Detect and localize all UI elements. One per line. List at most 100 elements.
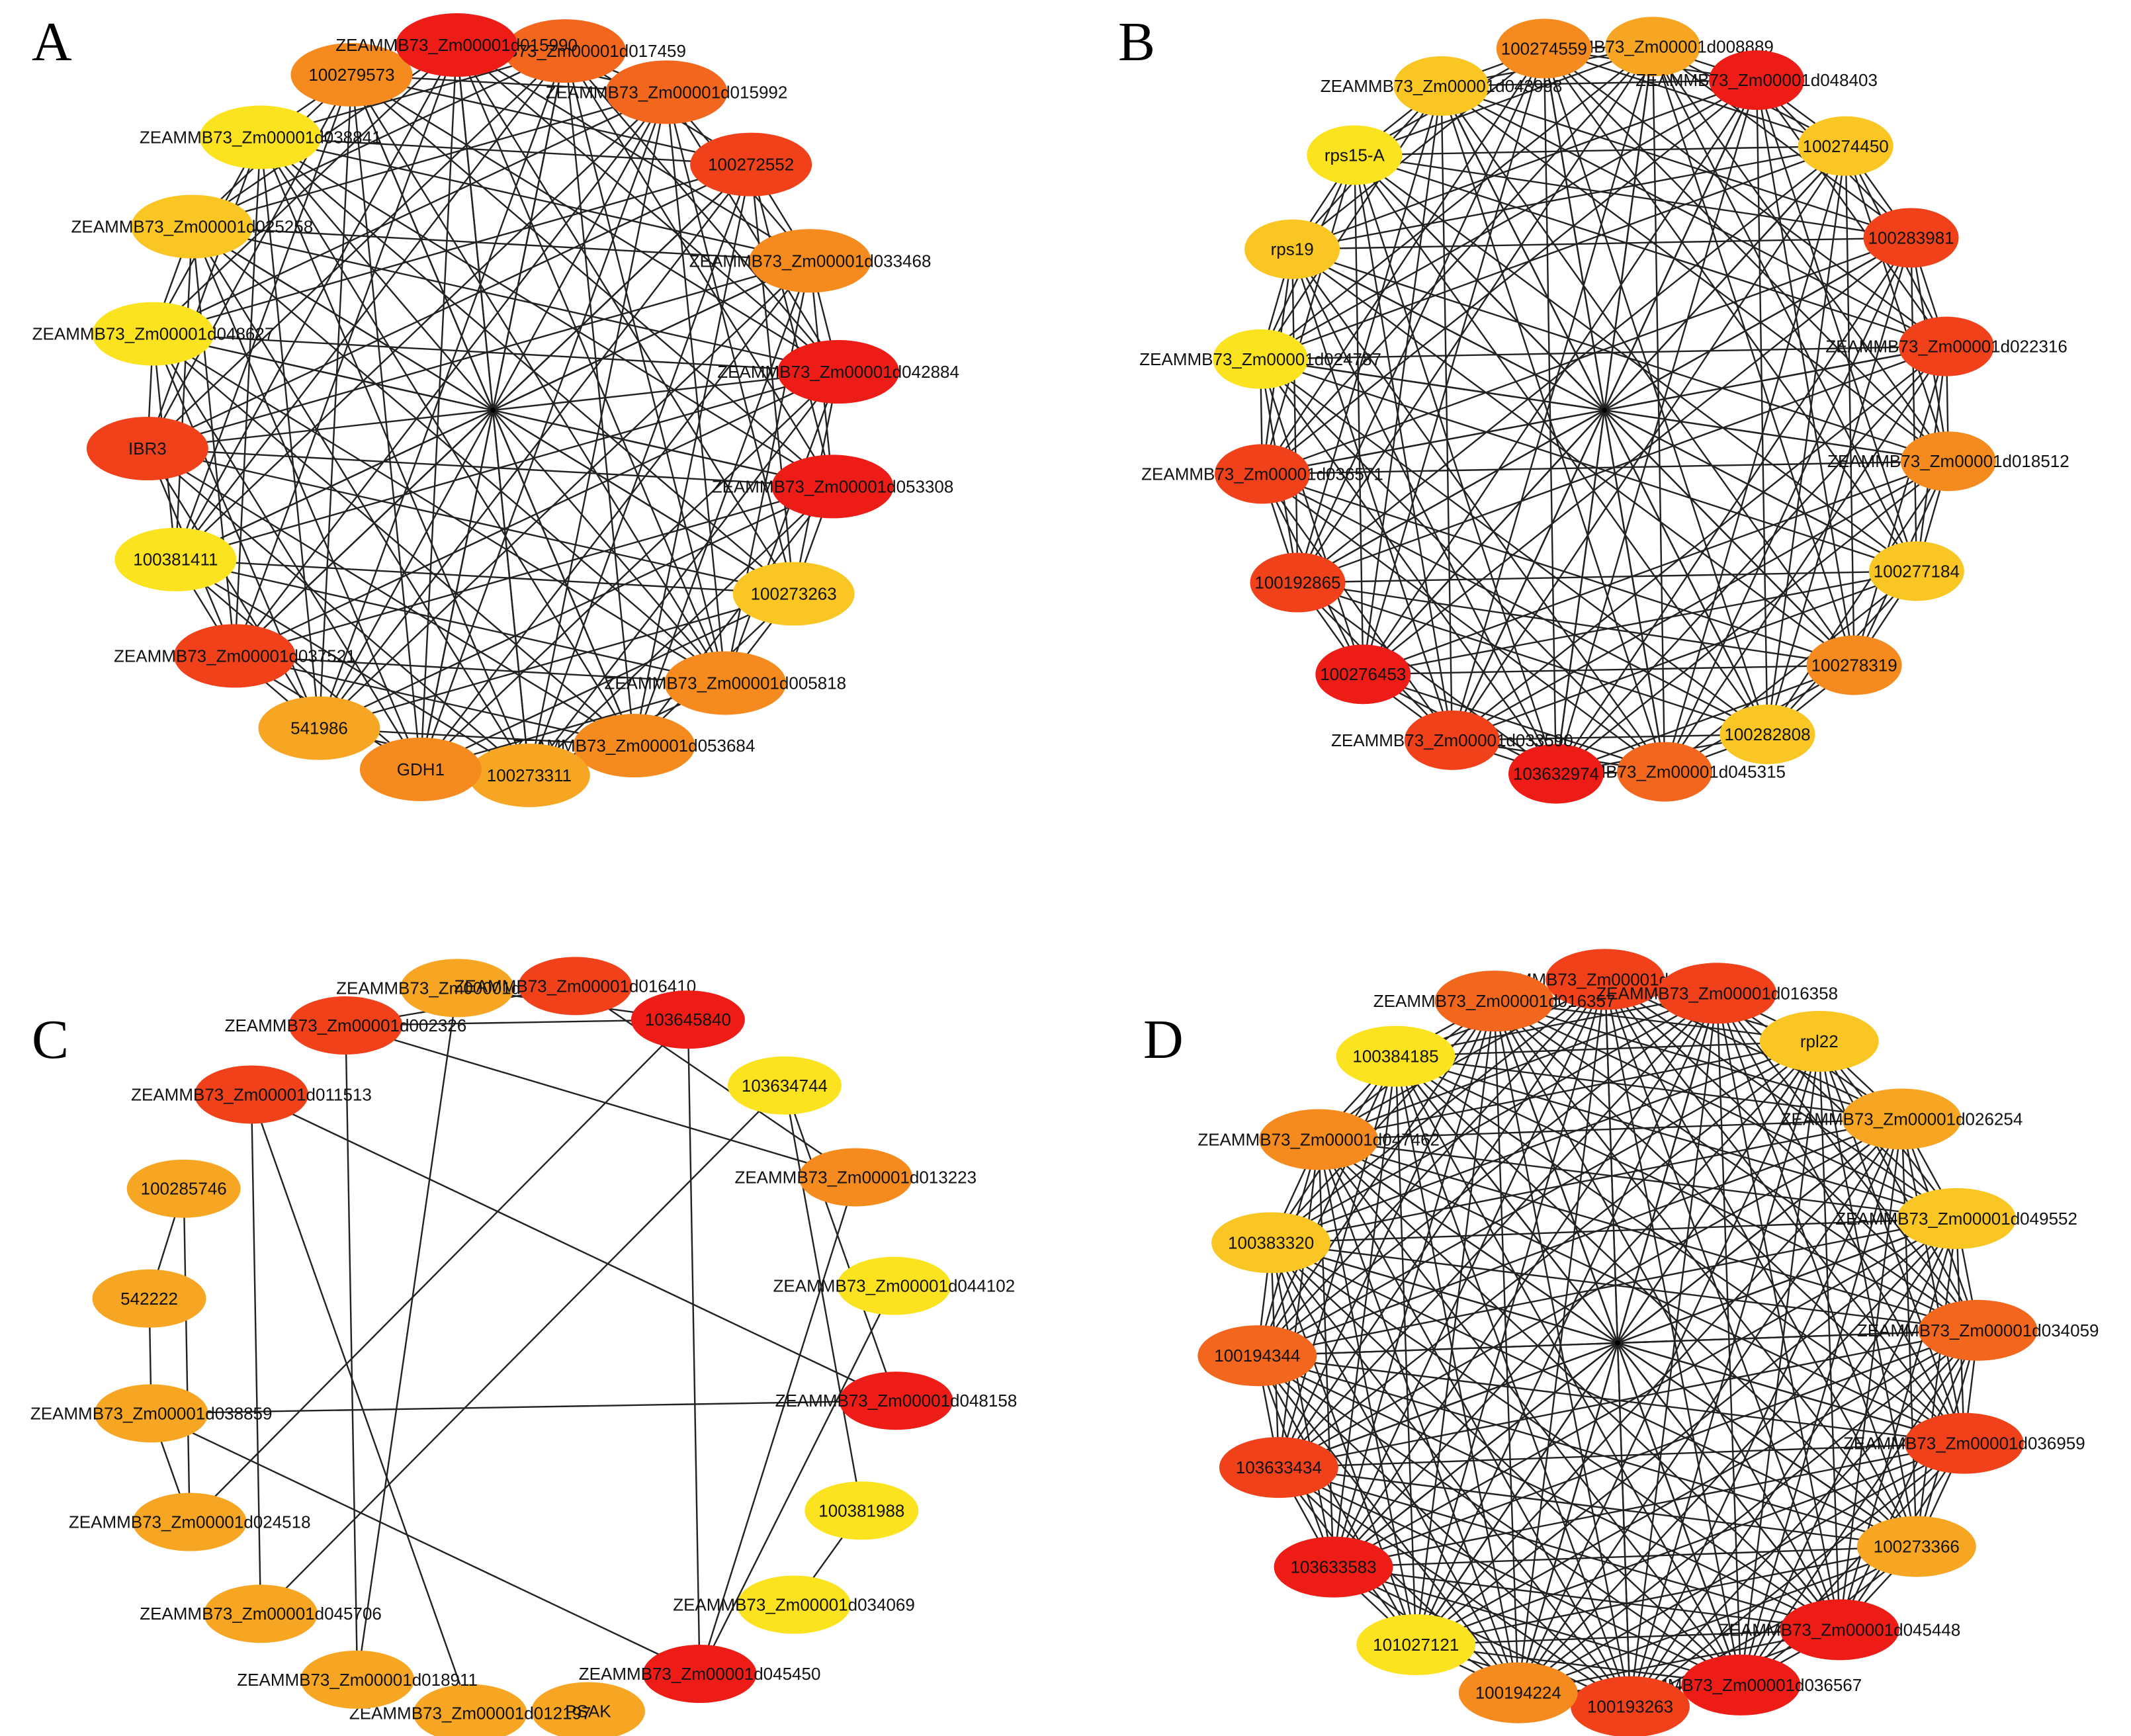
node-ellipse <box>1213 329 1309 389</box>
node-d-17: ZEAMMB73_Zm00001d047462 <box>1197 1109 1440 1170</box>
panel-letter-b: B <box>1118 11 1156 73</box>
node-c-16: 542222 <box>92 1269 206 1328</box>
node-ellipse <box>1434 971 1554 1032</box>
hub-edge-b-15 <box>1260 358 1605 412</box>
panel-letter-a: A <box>32 11 72 73</box>
edge-group-d <box>1256 978 1979 1708</box>
hub-edge-b-9 <box>1603 410 1666 772</box>
node-d-2: rpl22 <box>1759 1011 1879 1072</box>
node-b-2: 100274450 <box>1798 116 1893 176</box>
edge-d-74 <box>1740 1218 1958 1686</box>
node-b-3: 100283981 <box>1863 208 1959 268</box>
node-ellipse <box>690 132 812 196</box>
edge-b-118 <box>1354 155 1557 774</box>
node-ellipse <box>413 1684 527 1736</box>
node-ellipse <box>126 1159 241 1218</box>
node-ellipse <box>199 105 322 169</box>
node-ellipse <box>290 42 413 107</box>
edge-a-53 <box>153 333 839 373</box>
node-a-19: ZEAMMB73_Zm00001d015990 <box>335 13 578 77</box>
hub-edge-a-9 <box>492 410 531 776</box>
edge-d-72 <box>1915 1218 1958 1547</box>
edge-d-168 <box>1415 1001 1495 1645</box>
edge-a-43 <box>147 260 810 450</box>
node-ellipse <box>1545 949 1665 1010</box>
edge-c-1 <box>345 1024 856 1178</box>
edge-b-139 <box>1261 155 1356 474</box>
edge-a-104 <box>146 448 320 729</box>
edge-b-17 <box>1756 79 1948 347</box>
hub-edge-b-10 <box>1555 410 1606 774</box>
node-ellipse <box>132 1493 247 1551</box>
node-c-7: 100381988 <box>805 1481 919 1540</box>
node-d-4: ZEAMMB73_Zm00001d049552 <box>1835 1188 2077 1249</box>
hub-edge-b-16 <box>1291 248 1605 412</box>
node-label: 100381411 <box>133 550 218 570</box>
edge-b-37 <box>1297 145 1847 584</box>
edge-a-30 <box>318 163 752 729</box>
node-label: ZEAMMB73_Zm00001d034069 <box>673 1595 915 1615</box>
edge-a-34 <box>260 136 752 165</box>
node-label: ZEAMMB73_Zm00001d018512 <box>1827 451 2069 471</box>
node-c-19: ZEAMMB73_Zm00001d002326 <box>225 996 466 1055</box>
edge-b-40 <box>1354 145 1846 156</box>
edge-a-19 <box>234 91 668 657</box>
edge-c-8 <box>260 1084 785 1615</box>
node-ellipse <box>94 1384 208 1443</box>
node-group-a: ZEAMMB73_Zm00001d017459ZEAMMB73_Zm00001d… <box>32 13 959 807</box>
hub-edge-a-13 <box>175 409 494 560</box>
edge-d-153 <box>1493 1000 1631 1707</box>
edge-b-12 <box>1354 46 1653 156</box>
edge-d-173 <box>1332 1056 1397 1567</box>
node-d-9: ZEAMMB73_Zm00001d036567 <box>1620 1654 1862 1715</box>
hub-edge-a-2 <box>492 163 752 411</box>
node-label: ZEAMMB73_Zm00001d018911 <box>237 1670 478 1690</box>
node-ellipse <box>1806 635 1902 695</box>
edge-c-6 <box>189 1019 689 1523</box>
node-a-1: ZEAMMB73_Zm00001d015992 <box>546 60 787 124</box>
edge-d-158 <box>1270 1242 1519 1694</box>
node-c-18: ZEAMMB73_Zm00001d011513 <box>131 1065 372 1124</box>
node-label: 100381988 <box>818 1500 904 1520</box>
node-ellipse <box>1681 1654 1801 1715</box>
node-ellipse <box>799 1148 913 1207</box>
edge-d-116 <box>1416 1545 1917 1646</box>
node-d-12: 101027121 <box>1356 1614 1476 1675</box>
hub-edge-a-3 <box>492 260 811 412</box>
node-ellipse <box>92 302 214 366</box>
node-ellipse <box>1219 1437 1338 1498</box>
node-ellipse <box>204 1584 318 1643</box>
edge-d-89 <box>1630 1329 1979 1708</box>
node-b-6: 100277184 <box>1868 541 1964 601</box>
edge-a-56 <box>456 44 839 372</box>
node-d-19: ZEAMMB73_Zm00001d016357 <box>1373 971 1615 1032</box>
node-ellipse <box>777 339 900 404</box>
node-ellipse <box>1798 116 1893 176</box>
hub-edge-b-2 <box>1604 145 1847 411</box>
hub-edge-d-10 <box>1616 1342 1631 1707</box>
edge-b-131 <box>1362 48 1545 675</box>
hub-edge-a-10 <box>419 410 494 770</box>
edge-b-99 <box>1297 582 1768 736</box>
edge-d-101 <box>1740 1442 1965 1686</box>
node-ellipse <box>1868 541 1964 601</box>
node-ellipse <box>300 1650 415 1709</box>
hub-edge-a-7 <box>492 410 726 684</box>
node-d-3: ZEAMMB73_Zm00001d026254 <box>1781 1088 2022 1150</box>
edge-d-84 <box>1494 1000 1957 1219</box>
node-ellipse <box>605 60 728 124</box>
node-label: 100383320 <box>1228 1233 1314 1252</box>
hub-edge-b-11 <box>1451 410 1606 741</box>
edge-d-128 <box>1333 1566 1840 1631</box>
node-ellipse <box>631 990 745 1049</box>
node-b-10: 103632974 <box>1508 744 1604 804</box>
edge-d-132 <box>1318 1139 1841 1631</box>
node-ellipse <box>664 651 787 715</box>
edge-a-115 <box>175 74 353 560</box>
edge-b-50 <box>1262 237 1911 475</box>
node-a-14: IBR3 <box>86 417 208 481</box>
edge-c-9 <box>356 988 458 1680</box>
node-a-5: ZEAMMB73_Zm00001d053308 <box>712 455 953 519</box>
edge-b-143 <box>1260 85 1442 360</box>
node-label: 541986 <box>290 718 348 738</box>
